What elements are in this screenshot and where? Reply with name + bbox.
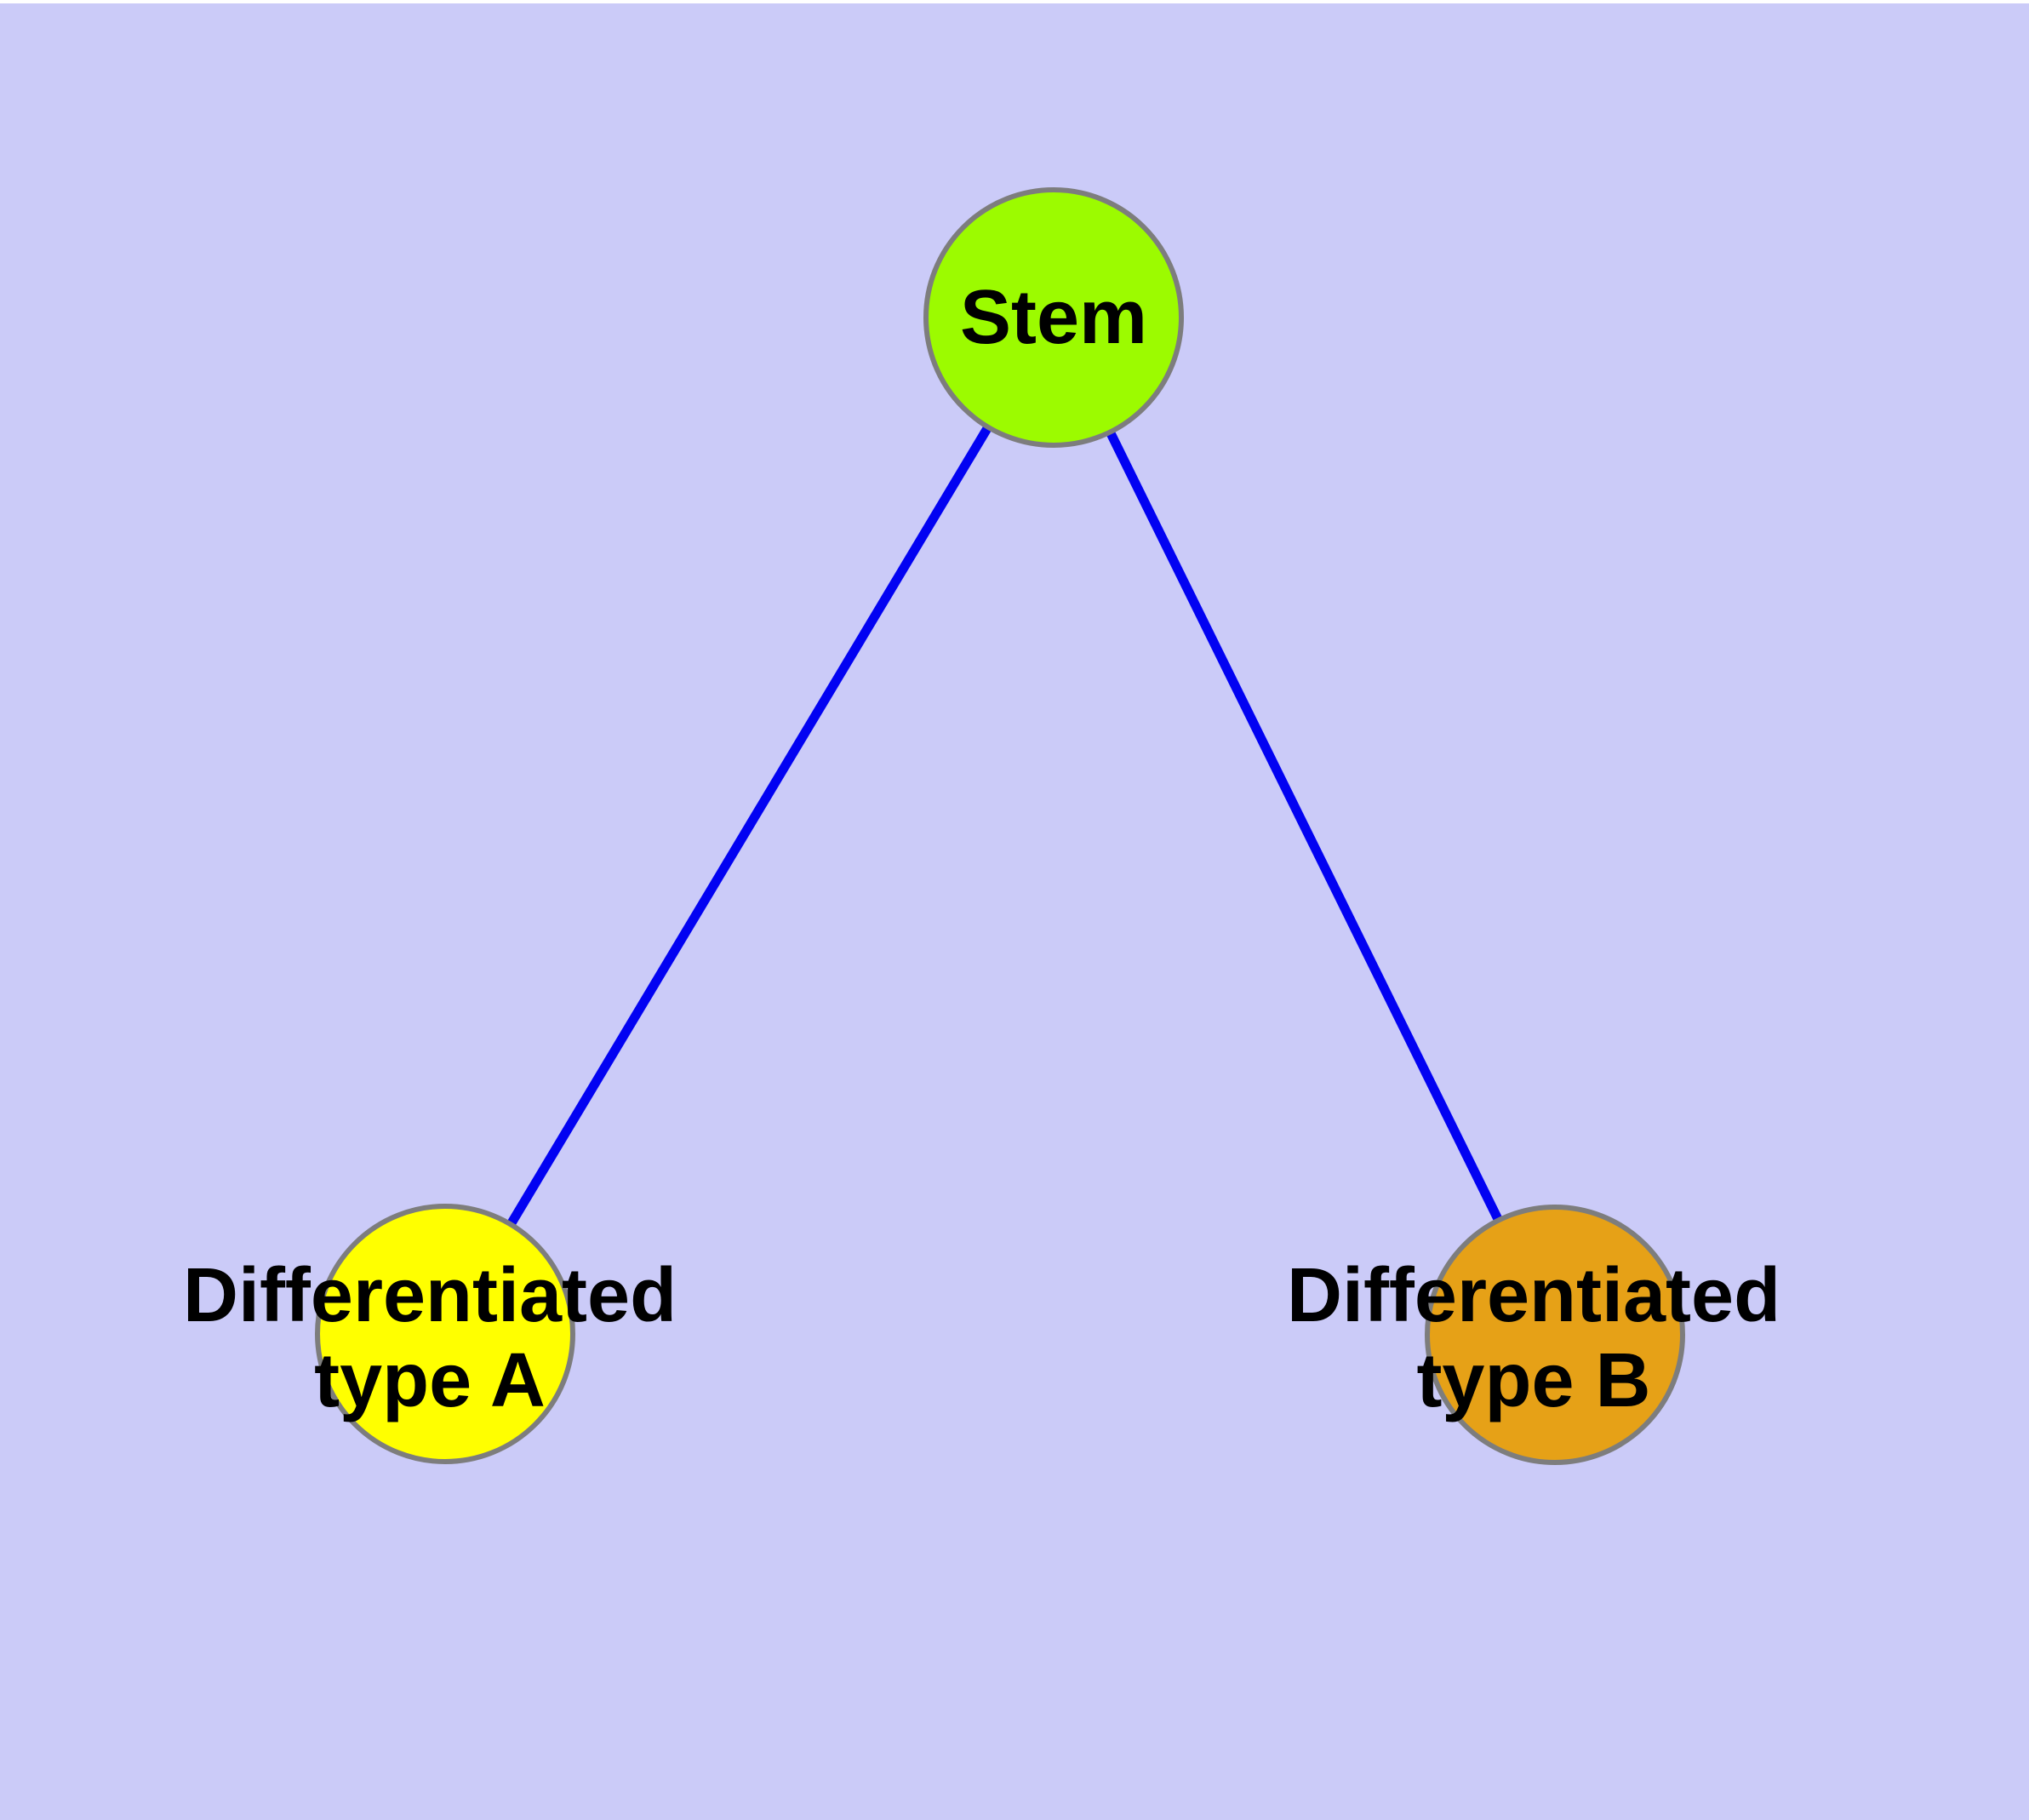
page-margin: [0, 0, 2029, 3]
node-label-line: Differentiated: [182, 1253, 677, 1338]
node-label-differentiated-type-b: Differentiated type B: [1287, 1253, 1780, 1423]
node-label-line: Differentiated: [1286, 1253, 1781, 1338]
node-differentiated-type-a-circle: [315, 1204, 575, 1464]
node-label-line: type B: [1416, 1338, 1651, 1423]
node-label-line: type A: [314, 1338, 546, 1423]
node-label-differentiated-type-a: Differentiated type A: [183, 1253, 677, 1423]
node-stem-circle: [923, 187, 1184, 448]
edge-stem-to-type-b: [1049, 315, 1559, 1337]
edge-stem-to-type-a: [441, 315, 1058, 1336]
node-label-line: Stem: [959, 275, 1148, 360]
node-differentiated-type-b-circle: [1425, 1205, 1685, 1465]
node-label-stem: Stem: [960, 275, 1147, 360]
